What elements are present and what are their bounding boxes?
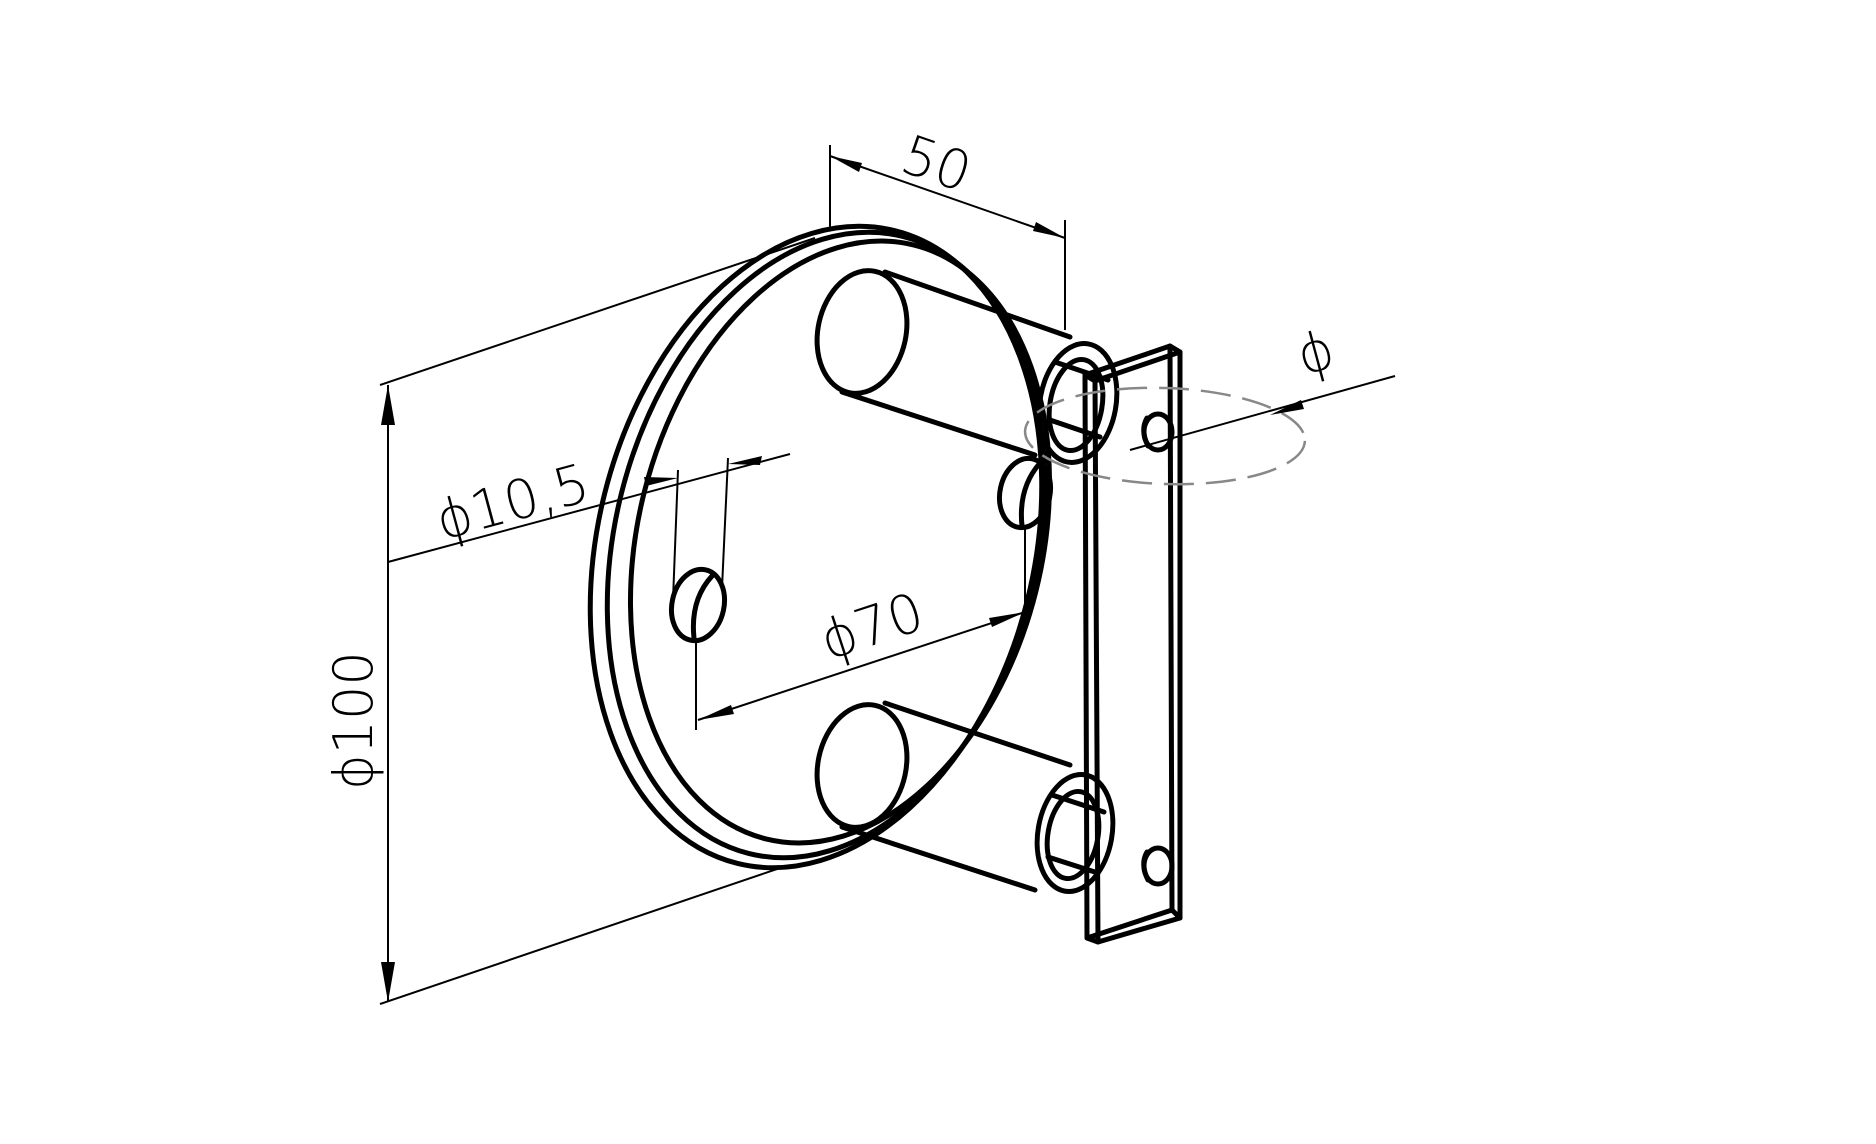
dim-arrow <box>1033 222 1065 238</box>
hole-diameter-label: ϕ10,5 <box>429 451 596 552</box>
dim-arrow <box>830 156 862 172</box>
dim-bolt-circle: ϕ70 <box>695 526 1026 730</box>
dim-arrow <box>698 705 734 720</box>
width-label: 50 <box>894 123 979 205</box>
dim-arrow <box>728 456 762 465</box>
flange-disc <box>587 223 1053 871</box>
dim-arrow <box>381 962 395 1002</box>
pin-diameter-label: ϕ <box>1290 317 1341 387</box>
dim-arrow <box>989 612 1025 627</box>
upper-standoff <box>814 268 1120 465</box>
dim-arrow <box>644 477 678 486</box>
clamp-bar <box>1082 343 1183 945</box>
mounting-holes <box>668 455 1054 644</box>
flange-diameter-label: ϕ100 <box>322 651 385 790</box>
lower-standoff <box>814 700 1116 894</box>
dim-arrow <box>381 385 395 425</box>
bolt-circle-label: ϕ70 <box>813 580 932 672</box>
dim-flange-diameter: ϕ100 <box>322 237 816 1005</box>
dim-arrow <box>1270 400 1304 415</box>
pin-phantom <box>1023 386 1307 486</box>
